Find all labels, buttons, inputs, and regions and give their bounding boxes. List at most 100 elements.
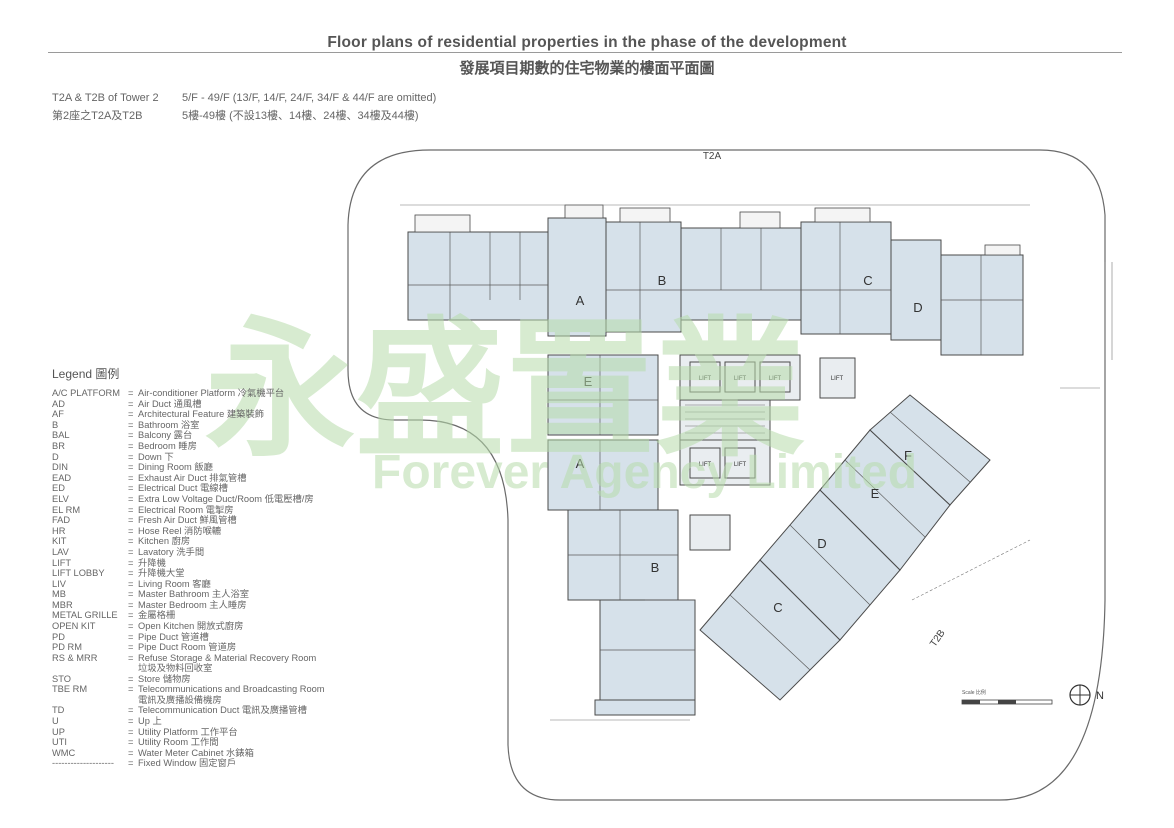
legend-abbr: BAL [52, 430, 70, 441]
north-arrow: N [1069, 684, 1104, 706]
legend-abbr: AD [52, 398, 65, 409]
lift-label: LIFT [831, 376, 844, 382]
tower-label-t2a: T2A [703, 151, 722, 162]
legend-desc: Air-conditioner Platform 冷氣機平台 [138, 388, 284, 399]
legend-equals: = [128, 493, 134, 504]
legend-list: A/C PLATFORM = Air-conditioner Platform 冷氣… [52, 388, 362, 769]
legend-abbr: FAD [52, 515, 71, 526]
legend-item: UP=Utility Platform 工作平台 [52, 727, 362, 738]
legend-abbr: KIT [52, 536, 67, 547]
legend-desc: 金屬格柵 [138, 610, 175, 621]
legend-abbr: B [52, 419, 59, 430]
legend-desc-line: 電訊及廣播設備機房 [138, 695, 222, 706]
legend-abbr: EAD [52, 472, 72, 483]
legend-equals: = [128, 504, 134, 515]
legend-desc-line: Architectural Feature 建築裝飾 [138, 409, 265, 420]
legend-equals: = [128, 536, 134, 547]
t2b-west-partitions [568, 440, 695, 651]
unit-t2b-d: D [817, 536, 826, 551]
legend-desc: Utility Platform 工作平台 [138, 727, 238, 738]
legend-abbr: UP [52, 726, 65, 737]
legend-item: AF=Architectural Feature 建築裝飾 [52, 409, 362, 420]
legend-desc: Air Duct 通風槽 [138, 399, 202, 410]
legend-desc-line: Master Bedroom 主人睡房 [138, 599, 247, 610]
legend-abbr: LIFT [52, 557, 72, 568]
legend-item: LIV = Living Room 客廳 [52, 579, 362, 590]
tower-label-en: T2A & T2B of Tower 2 [52, 92, 159, 104]
floors-label-en: 5/F - 49/F (13/F, 14/F, 24/F, 34/F & 44/… [182, 92, 437, 104]
legend-item: FAD=Fresh Air Duct 鮮風管槽 [52, 515, 362, 526]
legend-abbr: DIN [52, 462, 69, 473]
legend-desc: Architectural Feature 建築裝飾 [138, 409, 264, 420]
legend-equals: = [128, 568, 134, 579]
legend-desc-line: Exhaust Air Duct 排氣管槽 [138, 472, 247, 483]
scale-bar: Scale 比例 [961, 689, 1053, 705]
legend-abbr: PD RM [52, 642, 82, 653]
legend-desc: Balcony 露台 [138, 430, 192, 441]
t2a-wing [407, 217, 1024, 436]
stair-lines [685, 404, 765, 434]
legend-abbr: U [52, 716, 59, 727]
legend-desc: 升降機大堂 [138, 568, 185, 579]
lift-label: LIFT [769, 376, 782, 382]
legend-equals: = [128, 610, 134, 621]
legend-desc: Bedroom 睡房 [138, 441, 197, 452]
legend-abbr: TBE RM [52, 684, 88, 695]
legend-desc: Electrical Duct 電線槽 [138, 483, 228, 494]
legend-item: MB=Master Bathroom 主人浴室 [52, 589, 362, 600]
legend-item: RS & MRR=Refuse Storage & Material Recov… [52, 653, 362, 674]
site-boundary [347, 149, 1106, 801]
legend-desc: Up 上 [138, 716, 162, 727]
legend-desc: Kitchen 廚房 [138, 536, 190, 547]
legend-item: UTI=Utility Room 工作間 [52, 737, 362, 748]
legend-desc-line: Utility Room 工作間 [138, 737, 219, 748]
legend-equals: = [128, 578, 134, 589]
legend-abbr: EL RM [52, 504, 81, 515]
legend-desc-line: Telecommunications and Broadcasting Room [138, 684, 325, 695]
tower-label-t2b: T2B [928, 628, 948, 650]
legend-item: DIN=Dining Room 飯廳 [52, 462, 362, 473]
legend-desc-line: Living Room 客廳 [138, 578, 211, 589]
legend-desc: Living Room 客廳 [138, 579, 211, 590]
unit-t2b-b: B [651, 560, 660, 575]
legend-item: AD=Air Duct 通風槽 [52, 399, 362, 410]
legend-desc: 升降機 [138, 558, 166, 569]
scale-label: Scale 比例 [962, 689, 986, 696]
legend-equals: = [128, 599, 134, 610]
legend-desc: Exhaust Air Duct 排氣管槽 [138, 473, 247, 484]
legend-item: BR=Bedroom 睡房 [52, 441, 362, 452]
legend-item: METAL GRILLE=金屬格柵 [52, 610, 362, 621]
legend-equals: = [128, 716, 134, 727]
legend-desc-line: Refuse Storage & Material Recovery Room [138, 652, 317, 663]
legend-equals: = [128, 621, 134, 632]
legend-desc-line: Air-conditioner Platform 冷氣機平台 [138, 388, 285, 398]
unit-t2a-e: E [584, 374, 593, 389]
title-divider [48, 52, 1122, 53]
legend-equals: = [128, 684, 134, 695]
legend-abbr: LIV [52, 578, 66, 589]
legend-abbr: TD [52, 705, 65, 716]
legend-item: EL RM=Electrical Room 電掣房 [52, 505, 362, 516]
legend-equals: = [128, 525, 134, 536]
legend-desc-line: Store 儲物房 [138, 673, 191, 684]
legend-abbr: LIFT LOBBY [52, 568, 105, 579]
legend-abbr: A/C PLATFORM [52, 388, 121, 398]
legend-desc: Pipe Duct 管道槽 [138, 632, 209, 643]
legend-abbr: HR [52, 525, 66, 536]
legend-desc-line: Kitchen 廚房 [138, 536, 191, 547]
legend-abbr: BR [52, 440, 65, 451]
legend-desc: Utility Room 工作間 [138, 737, 219, 748]
legend-item: LAV=Lavatory 洗手間 [52, 547, 362, 558]
legend-desc: Dining Room 飯廳 [138, 462, 213, 473]
legend-item: LIFT=升降機 [52, 558, 362, 569]
legend-desc: Lavatory 洗手間 [138, 547, 204, 558]
legend-abbr: -------------------- [52, 758, 114, 769]
legend-desc: Bathroom 浴室 [138, 420, 199, 431]
legend-desc-line: Down 下 [138, 451, 174, 462]
legend-equals: = [128, 642, 134, 653]
legend-item: OPEN KIT=Open Kitchen 開放式廚房 [52, 621, 362, 632]
legend-item: PD=Pipe Duct 管道槽 [52, 632, 362, 643]
legend-equals: = [128, 388, 134, 398]
